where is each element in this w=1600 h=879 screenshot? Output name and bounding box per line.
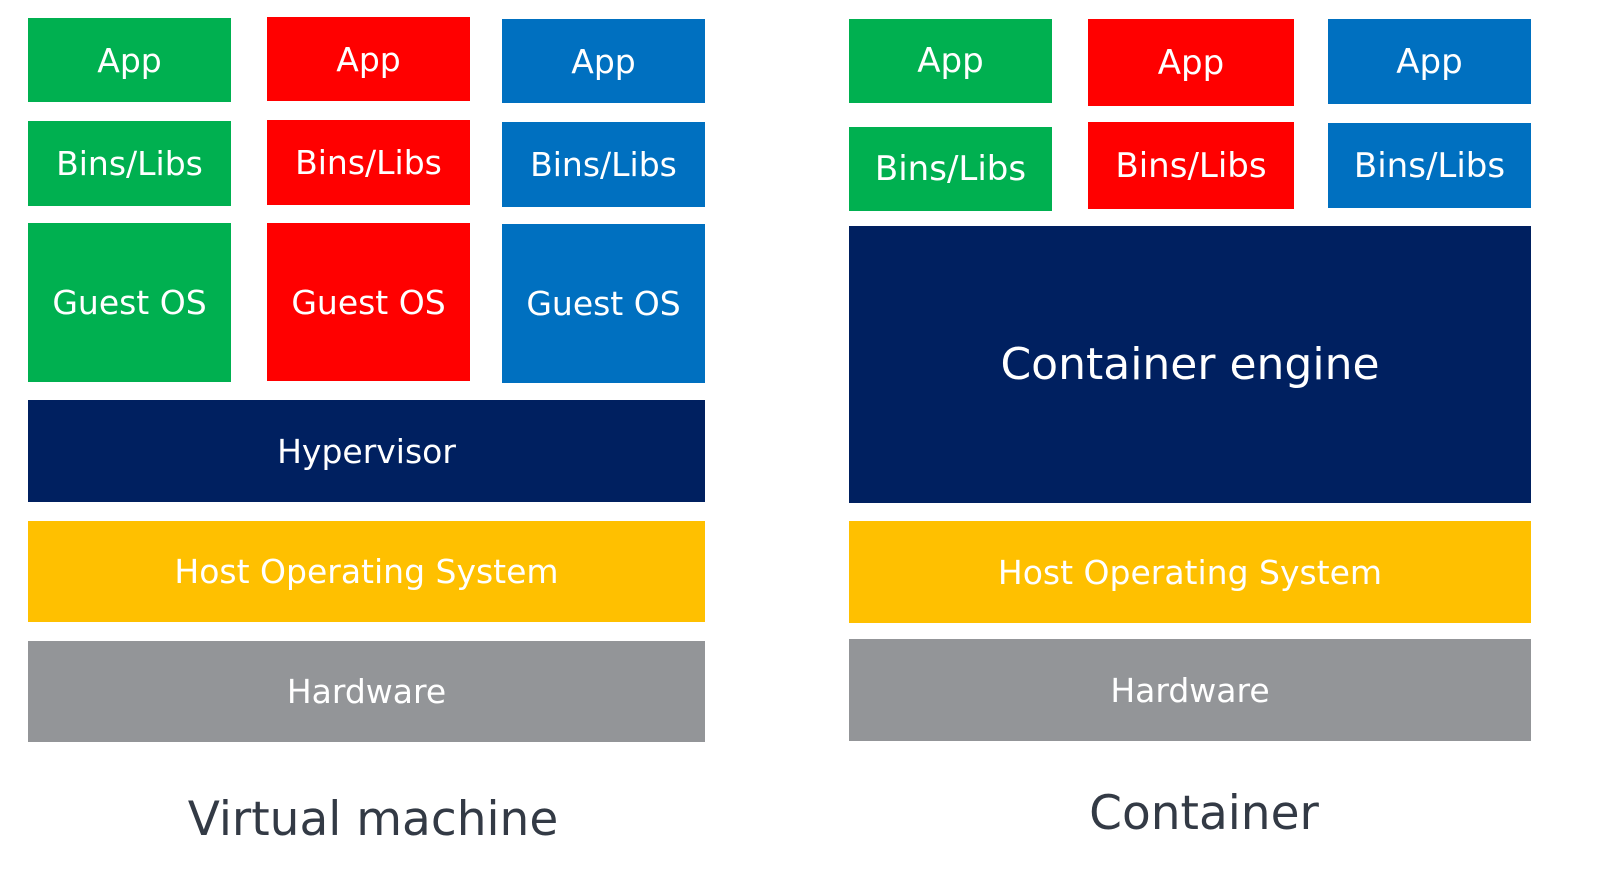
container-host-os: Host Operating System (849, 521, 1531, 623)
vm-guest-os-3: Guest OS (502, 224, 705, 383)
vm-guest-os-1: Guest OS (28, 223, 231, 382)
container-hardware: Hardware (849, 639, 1531, 741)
vm-hardware: Hardware (28, 641, 705, 742)
container-app-3: App (1328, 19, 1531, 104)
container-bins-libs-3: Bins/Libs (1328, 123, 1531, 208)
vm-hypervisor: Hypervisor (28, 400, 705, 502)
vm-bins-libs-1: Bins/Libs (28, 121, 231, 206)
vm-app-2: App (267, 17, 470, 101)
container-app-2: App (1088, 19, 1294, 106)
container-engine: Container engine (849, 226, 1531, 503)
vm-caption: Virtual machine (187, 792, 559, 847)
vm-bins-libs-2: Bins/Libs (267, 120, 470, 205)
container-caption: Container (1089, 786, 1319, 841)
vm-app-1: App (28, 18, 231, 102)
container-app-1: App (849, 19, 1052, 103)
vm-bins-libs-3: Bins/Libs (502, 122, 705, 207)
vm-app-3: App (502, 19, 705, 103)
container-bins-libs-1: Bins/Libs (849, 127, 1052, 211)
container-bins-libs-2: Bins/Libs (1088, 122, 1294, 209)
vm-guest-os-2: Guest OS (267, 223, 470, 381)
vm-host-os: Host Operating System (28, 521, 705, 622)
